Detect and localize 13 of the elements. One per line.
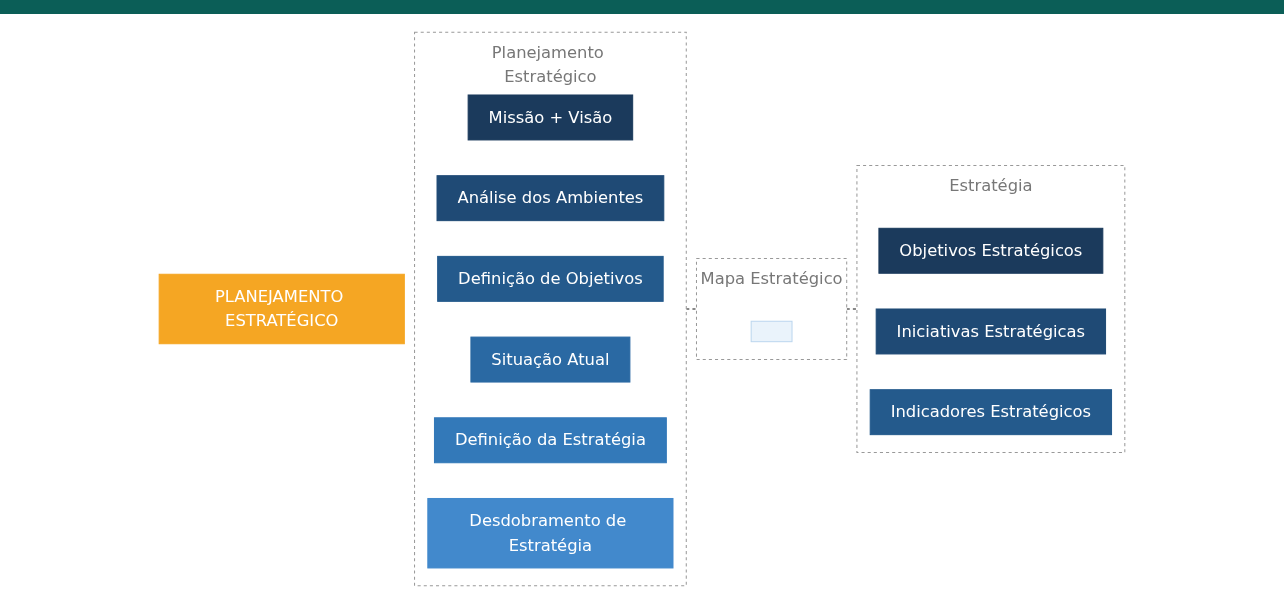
node-box: Definição da Estratégia bbox=[433, 416, 667, 463]
connector bbox=[686, 307, 697, 310]
node-box: Situação Atual bbox=[470, 336, 631, 383]
node-box: Desdobramento de Estratégia bbox=[427, 497, 674, 568]
node-box: PLANEJAMENTO ESTRATÉGICO bbox=[158, 273, 405, 344]
cluster: Mapa Estratégico bbox=[695, 257, 848, 360]
node-box: Indicadores Estratégicos bbox=[869, 388, 1113, 435]
node-box bbox=[750, 320, 793, 342]
node-box: Definição de Objetivos bbox=[437, 255, 664, 302]
node-box: Missão + Visão bbox=[467, 93, 634, 140]
node-box: Objetivos Estratégicos bbox=[878, 227, 1104, 274]
node-box: Iniciativas Estratégicas bbox=[875, 308, 1107, 354]
node-box: Análise dos Ambientes bbox=[436, 174, 665, 221]
